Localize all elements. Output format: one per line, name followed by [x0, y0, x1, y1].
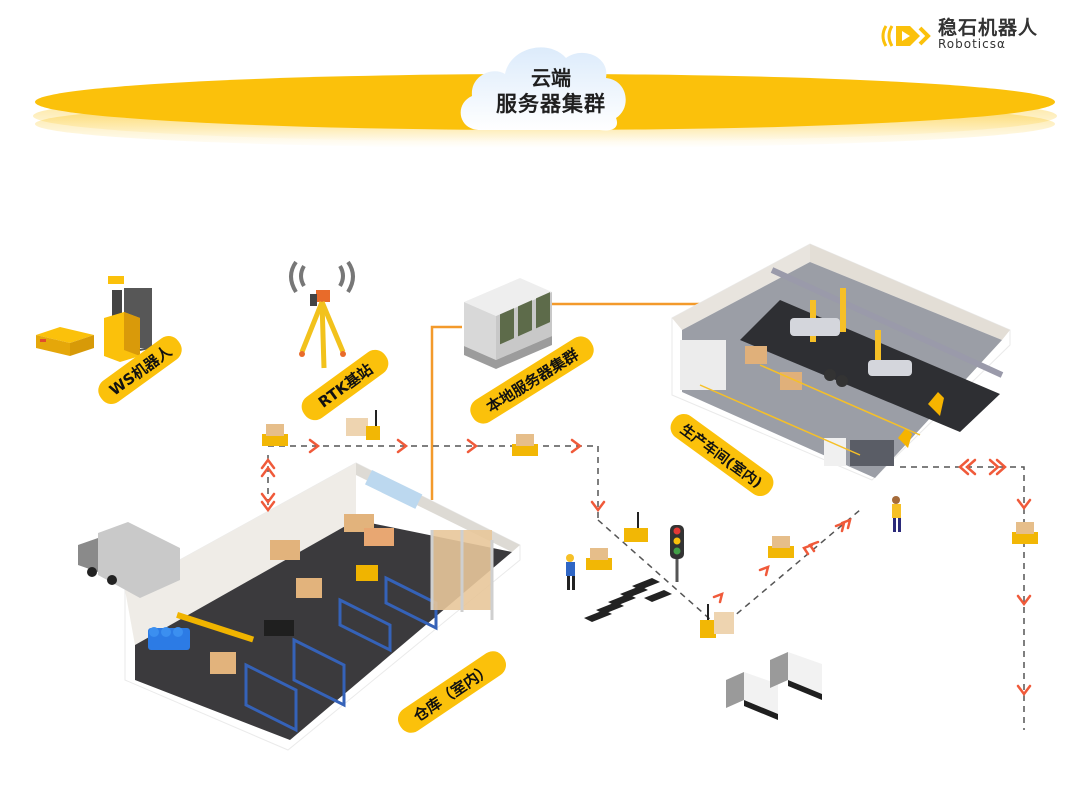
worker-icon: [566, 496, 901, 590]
arrow-down-icon: [260, 500, 276, 513]
arrow-left-icon: [808, 540, 820, 553]
warehouse-label: 仓库（室内）: [409, 660, 495, 726]
arrow-left-icon: [958, 458, 970, 476]
connector-server-warehouse: [430, 325, 462, 500]
arrow-right-icon: [466, 438, 479, 454]
server-rack-icon: [464, 278, 552, 369]
brand-logo-icon: [881, 25, 931, 47]
rtk-tripod-antenna-icon: [289, 260, 355, 369]
arrow-right-icon: [988, 458, 1000, 476]
brand-name-en: Roboticsα: [938, 37, 1006, 51]
cloud-title-line2: 服务器集群: [496, 92, 606, 116]
arrow-up-icon: [260, 465, 276, 478]
arrow-right-icon: [308, 438, 321, 454]
workshop-label: 生产车间(室内): [677, 421, 765, 492]
arrow-down-icon: [1016, 684, 1032, 697]
arrow-right-icon: [995, 458, 1007, 476]
arrow-upright-icon: [758, 564, 770, 577]
arrow-down-icon: [1016, 594, 1032, 607]
brand-name-cn: 稳石机器人: [938, 17, 1039, 39]
arrow-right-icon: [396, 438, 409, 454]
cloud-connectors: [123, 145, 879, 540]
arrow-right-icon: [570, 438, 583, 454]
agv-carrier-icon: [262, 424, 1038, 570]
arrow-right-icon: [840, 517, 852, 530]
arrow-down-icon: [1016, 498, 1032, 511]
cloud-icon: [460, 47, 626, 131]
traffic-light-icon: [670, 525, 684, 582]
factory-workshop-icon: [671, 243, 1011, 481]
rtk-station-tag: RTK基站: [301, 349, 389, 421]
brand-logo: 稳石机器人 Roboticsα: [932, 18, 1038, 50]
cloud-server-cluster: 云端 服务器集群: [466, 66, 636, 118]
delivery-van-icon: [726, 652, 822, 720]
pallet-forklift-icon: [346, 410, 734, 638]
warehouse-icon: [124, 462, 521, 751]
route-arrows: [260, 438, 1032, 697]
local-server-connectors: [430, 302, 700, 500]
cloud-title-line1: 云端: [531, 66, 571, 90]
warehouse-tag: 仓库（室内）: [397, 651, 507, 733]
arrow-down-icon: [260, 492, 276, 505]
truck-icon: [78, 522, 180, 598]
arrow-up-icon: [260, 457, 276, 470]
arrow-down-icon: [590, 500, 606, 513]
agv-forklift-robot-icon: [36, 276, 159, 362]
arrow-upright-icon: [712, 591, 724, 604]
arrow-left-icon: [965, 458, 977, 476]
crosswalk-icon: [584, 578, 672, 622]
